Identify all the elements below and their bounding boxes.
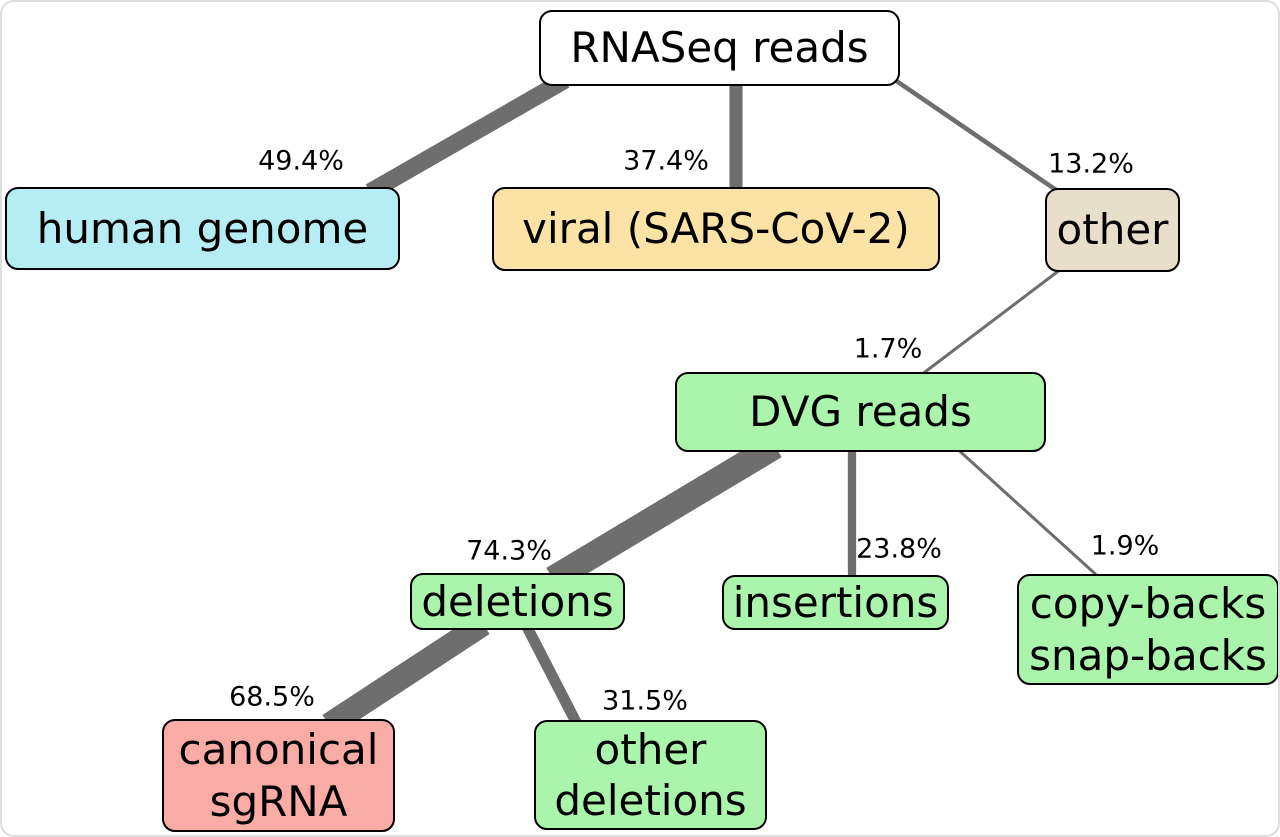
edge-percent-label: 1.9% — [1090, 530, 1160, 562]
node-label: sgRNA — [209, 776, 348, 826]
node-label: deletions — [421, 576, 614, 626]
edge-deletions-to-canonical — [322, 613, 490, 736]
edge-percent-label: 23.8% — [856, 533, 942, 565]
node-deletions: deletions — [410, 573, 625, 630]
edge-percent-label: 31.5% — [602, 685, 688, 717]
node-insertions: insertions — [722, 575, 949, 630]
node-rnaseq-reads: RNASeq reads — [539, 10, 900, 86]
node-label: other — [594, 724, 707, 774]
node-viral-sars-cov-2: viral (SARS-CoV-2) — [492, 187, 940, 271]
node-dvg-reads: DVG reads — [675, 372, 1046, 452]
node-label: human genome — [36, 203, 369, 253]
node-label: other — [1056, 205, 1169, 255]
node-copy-backs-snap-backs: copy-backs snap-backs — [1017, 574, 1278, 685]
node-label: deletions — [554, 776, 747, 825]
edge-percent-label: 74.3% — [466, 535, 552, 567]
edge-rnaseq-to-other — [893, 78, 1064, 196]
node-label: insertions — [732, 577, 939, 627]
node-label: canonical — [178, 725, 379, 775]
edge-percent-label: 49.4% — [258, 145, 344, 177]
node-other-deletions: other deletions — [534, 720, 767, 830]
edge-percent-label: 1.7% — [853, 333, 923, 365]
edge-percent-label: 37.4% — [623, 145, 709, 177]
node-human-genome: human genome — [5, 187, 400, 270]
node-label: DVG reads — [749, 387, 972, 437]
node-canonical-sgrna: canonical sgRNA — [162, 719, 395, 832]
edge-dvg-to-copy-backs — [952, 444, 1104, 582]
node-label: copy-backs — [1029, 579, 1267, 629]
edge-other-to-dvg-reads — [916, 264, 1066, 380]
node-label: viral (SARS-CoV-2) — [522, 204, 910, 254]
edge-percent-label: 13.2% — [1048, 148, 1134, 180]
edge-dvg-to-deletions — [546, 434, 782, 591]
node-label: snap-backs — [1029, 630, 1267, 680]
node-label: RNASeq reads — [570, 23, 869, 73]
edge-rnaseq-to-human-genome — [365, 72, 570, 200]
node-other: other — [1045, 188, 1180, 272]
edge-percent-label: 68.5% — [229, 681, 315, 713]
edge-deletions-to-other-del — [521, 622, 583, 729]
